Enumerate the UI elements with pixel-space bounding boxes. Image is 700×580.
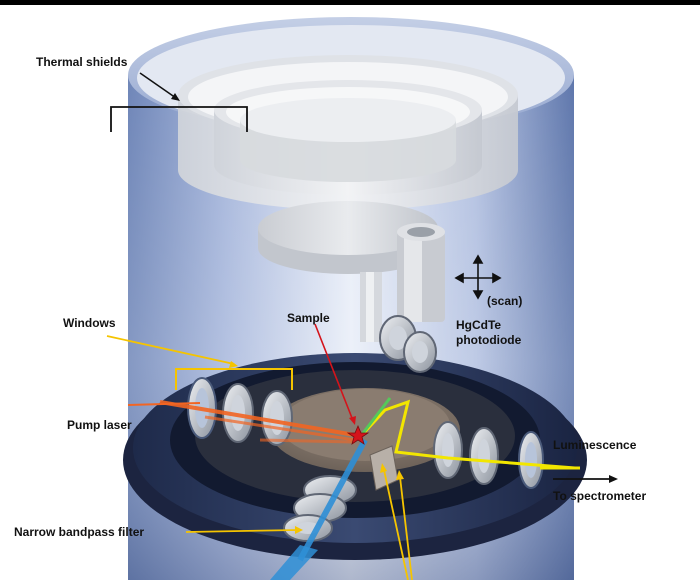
scan-arrows-icon (454, 254, 502, 300)
label-hgcdte-line2: photodiode (456, 333, 522, 347)
label-windows: Windows (63, 316, 116, 330)
thermal-shields-bracket (110, 106, 248, 132)
label-narrow-bandpass-filter: Narrow bandpass filter (14, 525, 145, 539)
label-scan: (scan) (487, 294, 523, 308)
cold-finger (258, 201, 438, 342)
label-sample: Sample (287, 311, 330, 325)
label-to-spectrometer: To spectrometer (553, 489, 647, 503)
beams (159, 397, 580, 580)
label-hgcdte-line1: HgCdTe (456, 318, 502, 332)
top-border-rule (0, 0, 700, 5)
sample-marker-icon (346, 424, 370, 445)
label-luminescence: Luminescence (553, 438, 637, 452)
label-thermal-shields: Thermal shields (36, 55, 128, 69)
photodiode-assembly (397, 223, 445, 322)
windows-bracket (175, 368, 293, 390)
thermal-shields-graphic (178, 55, 518, 210)
leader-lines (106, 72, 618, 580)
label-pump-laser: Pump laser (67, 418, 132, 432)
